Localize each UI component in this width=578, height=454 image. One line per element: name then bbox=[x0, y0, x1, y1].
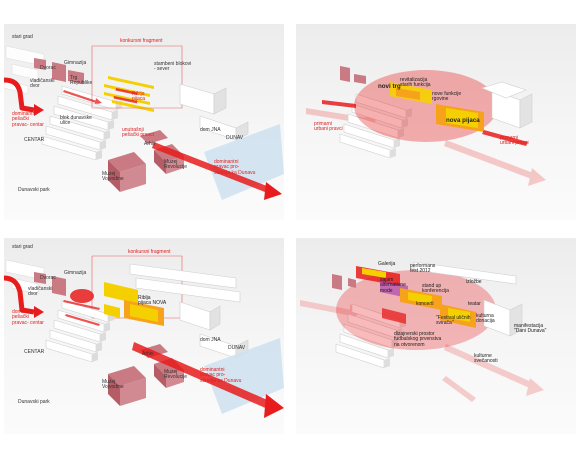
label-gimnazija: Gimnazija bbox=[64, 60, 87, 66]
label-centar: CENTAR bbox=[24, 137, 45, 143]
red-glow-zone bbox=[336, 270, 496, 350]
label-vladicanski-dvor: vladičanski dvor bbox=[28, 286, 53, 298]
red-buildings bbox=[332, 274, 356, 290]
panel-proposed-structure: stari grad konkursni fragment Dvorac Gim… bbox=[4, 238, 284, 434]
label-nove-funkcije: nove funkcije rgovine bbox=[432, 91, 462, 103]
label-kulturna: kulturna donacija bbox=[476, 313, 495, 325]
label-arhiv: Arhiv bbox=[144, 141, 156, 147]
label-arhiv: Arhiv bbox=[142, 351, 154, 357]
label-manifestacija: manifestacija "Dani Dunava" bbox=[514, 323, 547, 335]
label-dominantni-pesacki: dominantni pešački pravac- centar bbox=[12, 111, 44, 128]
primary-arrows bbox=[322, 100, 528, 146]
label-teatar: teatar bbox=[468, 301, 481, 307]
diagram-new-market-concept bbox=[306, 66, 546, 186]
label-gimnazija: Gimnazija bbox=[64, 270, 87, 276]
diagram-proposed-structure bbox=[4, 255, 284, 418]
konkursni-fragment-outline bbox=[91, 45, 183, 109]
label-dominantni-dunav: dominantni pravac pro- stiranja ka Dunav… bbox=[200, 367, 242, 384]
white-blocks bbox=[481, 81, 533, 129]
label-stand-up: stand up konferencija bbox=[422, 283, 449, 295]
label-riblja-pijaca-nova: Riblja pijaca NOVA bbox=[138, 295, 167, 307]
label-muzej-revolucije: Muzej Revolucije bbox=[164, 159, 188, 171]
label-konkursni-fragment: konkursni fragment bbox=[128, 249, 171, 255]
label-koncerti: koncerti bbox=[416, 301, 434, 307]
arrow-pedestrian-centre bbox=[4, 77, 44, 116]
stepped-block-shade bbox=[390, 108, 412, 158]
event-volumes bbox=[356, 266, 476, 328]
new-market-volumes bbox=[104, 282, 164, 326]
label-stare-funkcije: revitalizacija starih funkcija bbox=[400, 77, 431, 89]
panel-events-program: Galerija performans fest 2012 sajam alte… bbox=[296, 238, 576, 434]
river-dunav bbox=[204, 124, 284, 200]
label-primarni-left: primarni urbani pravci bbox=[314, 121, 343, 133]
label-dom-jna: dom JNA bbox=[200, 127, 221, 133]
label-izlozbe: izložbe bbox=[466, 279, 482, 285]
label-stari-grad: stari grad bbox=[12, 34, 33, 40]
label-trg-republike: Trg Republike bbox=[70, 75, 93, 87]
label-festival: "Festival uličnih svirača" bbox=[436, 315, 471, 327]
arrow-inner-paths bbox=[63, 300, 100, 326]
arrow-to-danube bbox=[132, 342, 284, 418]
river-dunav bbox=[204, 338, 284, 414]
new-market-volumes bbox=[390, 82, 484, 132]
label-unutrasnji-pesacki: unutrašnji pešački pravci bbox=[122, 127, 154, 139]
panel-new-market-concept: novi trg revitalizacija starih funkcija … bbox=[296, 24, 576, 220]
label-dom-jna: dom JNA bbox=[200, 337, 221, 343]
arrow-to-danube bbox=[152, 142, 282, 200]
label-muzej-vojvodine: Muzej Vojvodine bbox=[102, 171, 124, 183]
red-plaza bbox=[70, 289, 94, 303]
market-red-bars bbox=[113, 88, 138, 104]
label-dunav: DUNAV bbox=[228, 345, 246, 351]
label-kulturne: kulturne svečanosti bbox=[474, 353, 498, 365]
red-buildings-north bbox=[34, 272, 66, 296]
label-stari-grad: stari grad bbox=[12, 244, 33, 250]
label-pijaca: Riblja pijaca bbox=[132, 91, 146, 103]
label-muzej-revolucije: Muzej Revolucije bbox=[164, 369, 188, 381]
label-dunavski-park: Dunavski park bbox=[18, 399, 50, 405]
label-blok-dunavske: blok dunavske ulice bbox=[60, 115, 92, 127]
panel-existing-structure: stari grad konkursni fragment Dvorac Gim… bbox=[4, 24, 284, 220]
red-buildings-north bbox=[34, 58, 84, 84]
red-buildings bbox=[340, 66, 366, 84]
label-stambeni-blokovi: stambeni blokovi - sever bbox=[154, 61, 192, 73]
label-dunav: DUNAV bbox=[226, 135, 244, 141]
label-performans: performans fest 2012 bbox=[410, 263, 436, 275]
label-novi-trg: novi trg bbox=[378, 83, 401, 90]
label-nova-pijaca: nova pijaca bbox=[446, 117, 480, 124]
arrow-pedestrian-centre bbox=[4, 275, 44, 318]
label-centar: CENTAR bbox=[24, 349, 45, 355]
diagram-events-program bbox=[300, 261, 544, 402]
label-dvorac: Dvorac bbox=[40, 65, 56, 71]
label-dvorac: Dvorac bbox=[40, 275, 56, 281]
label-dunavski-park: Dunavski park bbox=[18, 187, 50, 193]
white-blocks-north bbox=[129, 263, 249, 359]
label-muzej-vojvodine: Muzej Vojvodine bbox=[102, 379, 124, 391]
white-blocks bbox=[413, 261, 523, 337]
arrow-inner-paths bbox=[63, 90, 102, 104]
label-galerija: Galerija bbox=[378, 261, 396, 267]
label-dominantni-pesacki: dominantni pešački pravac- centar bbox=[12, 309, 44, 326]
label-dizajnerski: dizajnerski prostor fudbalskog prvenstva… bbox=[394, 331, 442, 348]
label-dominantni-dunav: dominantni pravac pro- stiranja ka Dunav… bbox=[214, 159, 256, 176]
label-vladicanski-dvor: vladičanski dvor bbox=[30, 78, 55, 90]
label-primarni-right: primarni urbani pravci bbox=[500, 135, 529, 147]
stepped-block bbox=[41, 85, 117, 161]
label-konkursni-fragment: konkursni fragment bbox=[120, 38, 163, 44]
label-sajam: sajam alternativne mode bbox=[380, 277, 406, 294]
white-blocks-north bbox=[179, 83, 249, 141]
diagram-existing-structure bbox=[4, 45, 284, 200]
